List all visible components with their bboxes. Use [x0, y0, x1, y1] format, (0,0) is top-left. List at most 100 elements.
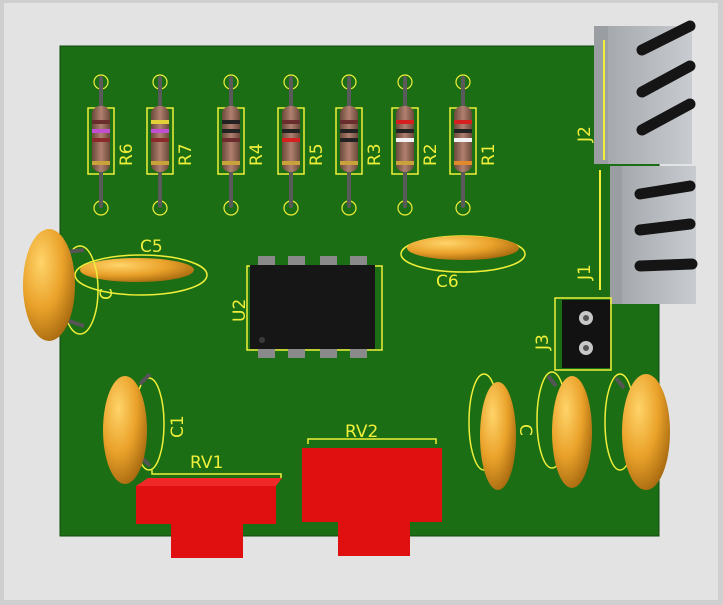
resistor-band	[340, 129, 358, 133]
resistor-r1: R1	[449, 74, 499, 216]
c5-label: C5	[140, 237, 163, 257]
resistor-band	[396, 161, 414, 165]
ic-u2: U2	[230, 256, 383, 358]
u2-pin1-dot	[259, 337, 265, 343]
c5-body	[80, 258, 194, 282]
c1-lead	[138, 372, 152, 386]
capacitor-right-2	[536, 371, 592, 488]
resistor-band	[282, 129, 300, 133]
resistor-r2: R2	[391, 74, 441, 216]
potentiometer-rv2: RV2	[302, 422, 442, 556]
resistor-band	[282, 138, 300, 142]
resistor-band	[92, 138, 110, 142]
resistor-band	[396, 120, 414, 124]
resistor-band	[222, 161, 240, 165]
cap-r2-lead	[546, 374, 558, 388]
u2-pin	[320, 347, 337, 358]
j1-pin	[634, 218, 696, 236]
j1-pin	[634, 180, 696, 200]
resistor-label: R4	[247, 143, 267, 166]
u2-body	[250, 265, 375, 349]
j3-body	[562, 300, 610, 368]
resistor-band	[340, 120, 358, 124]
u2-pins-top	[258, 256, 367, 267]
resistor-band	[222, 129, 240, 133]
u2-pin	[258, 347, 275, 358]
j2-label: J2	[575, 126, 595, 143]
resistor-band	[454, 129, 472, 133]
j2-side	[594, 26, 608, 164]
cap-r3-body	[622, 374, 670, 490]
resistor-label: R2	[421, 143, 441, 166]
resistor-label: R5	[307, 143, 327, 166]
resistor-band	[151, 120, 169, 124]
u2-pin	[288, 256, 305, 267]
rv1-adjuster	[171, 522, 243, 558]
u2-pin	[320, 256, 337, 267]
j1-label: J1	[575, 264, 595, 281]
resistor-label: R1	[479, 143, 499, 166]
c1-label: C1	[168, 415, 188, 438]
j2-pin	[636, 98, 696, 136]
rv2-label: RV2	[345, 422, 378, 442]
resistor-band	[92, 120, 110, 124]
resistor-band	[396, 138, 414, 142]
j2-pin	[636, 60, 696, 98]
resistor-band	[340, 161, 358, 165]
j2-pin	[636, 20, 696, 56]
capacitor-right-1: C	[468, 373, 535, 490]
c6-label: C6	[436, 272, 459, 292]
resistor-band	[151, 138, 169, 142]
resistor-band	[92, 161, 110, 165]
resistor-band	[282, 120, 300, 124]
j1-side	[610, 166, 622, 304]
cap-r1-label: C	[515, 424, 535, 436]
connector-j2: J2	[575, 20, 696, 164]
resistor-band	[151, 161, 169, 165]
resistor-band	[92, 129, 110, 133]
c6-body	[407, 236, 519, 260]
cap-r2-body	[552, 376, 592, 488]
u2-pin	[258, 256, 275, 267]
capacitor-right-3	[604, 373, 670, 490]
cap-left-lead	[65, 318, 85, 328]
capacitor-left: C	[23, 229, 117, 341]
j1-pin	[634, 258, 698, 272]
resistor-r4: R4	[217, 74, 267, 216]
rv1-top	[136, 478, 282, 486]
cap-left-label: C	[97, 288, 117, 300]
rv1-label: RV1	[190, 453, 223, 473]
resistor-band	[454, 138, 472, 142]
capacitor-c1: C1	[103, 372, 188, 484]
j3-label: J3	[533, 334, 553, 351]
j3-screw-slot	[583, 345, 589, 351]
j3-outline	[554, 297, 612, 371]
resistor-r7: R7	[146, 74, 196, 216]
c5-outline	[74, 254, 208, 296]
resistor-band	[454, 161, 472, 165]
resistor-band	[282, 161, 300, 165]
rv1-outline	[151, 470, 282, 478]
rv2-adjuster	[338, 520, 410, 556]
resistor-label: R6	[117, 143, 137, 166]
resistor-label: R3	[365, 143, 385, 166]
rv2-body	[302, 448, 442, 522]
resistor-group: R6 R7 R4 R5 R3 R2 R1	[87, 74, 499, 216]
cap-r3-lead	[614, 376, 626, 390]
resistor-band	[454, 120, 472, 124]
resistor-band	[151, 129, 169, 133]
u2-label: U2	[230, 299, 250, 322]
rv1-body	[136, 486, 276, 524]
rv2-outline	[307, 438, 437, 444]
u2-pin	[288, 347, 305, 358]
connector-j1: J1	[575, 166, 698, 304]
resistor-r3: R3	[335, 74, 385, 216]
connector-j3: J3	[533, 297, 612, 371]
capacitor-c6: C6	[400, 235, 526, 292]
j3-screw-slot	[583, 315, 589, 321]
capacitor-c5: C5	[74, 237, 208, 296]
c1-body	[103, 376, 147, 484]
resistor-band	[222, 138, 240, 142]
